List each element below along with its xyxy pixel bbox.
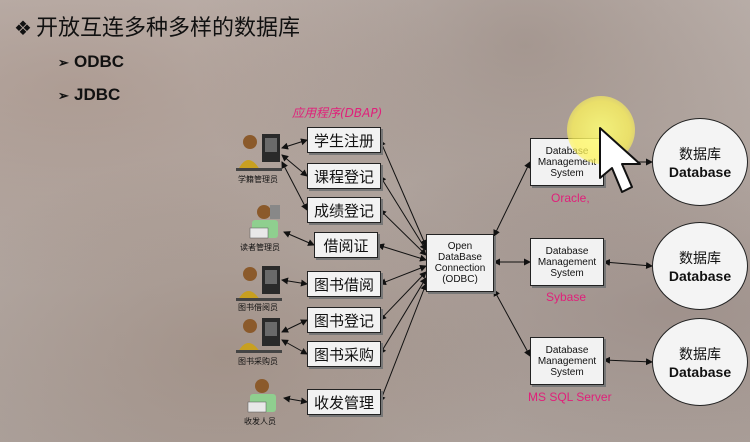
bullet-odbc: ➢ ODBC [58, 52, 124, 72]
user-label-book-buyer: 图书采购员 [238, 357, 278, 366]
vendor-label-sybase: Sybase [546, 290, 587, 304]
app-box-course-registration: 课程登记 [307, 163, 381, 189]
odbc-line: (ODBC) [442, 274, 478, 285]
user-label-book-lender: 图书借阅员 [238, 303, 278, 312]
arrow-bullet-icon: ➢ [58, 55, 69, 70]
app-box-library-card: 借阅证 [314, 232, 378, 258]
database-cn-label: 数据库 [679, 347, 721, 363]
user-reading-icon [249, 205, 280, 239]
vendor-label-mssql: MS SQL Server [528, 390, 612, 404]
database-en-label: Database [668, 268, 732, 284]
dbms-line: Management [537, 355, 597, 367]
app-box-book-borrowing: 图书借阅 [307, 271, 381, 297]
arrow-bullet-icon: ➢ [58, 88, 69, 103]
user-reading-icon [247, 379, 276, 413]
app-box-grade-registration: 成绩登记 [307, 197, 381, 223]
vendor-label-oracle: Oracle, [551, 191, 590, 205]
database-ellipse-3: 数据库 Database [652, 318, 748, 406]
bullet-odbc-text: ODBC [74, 52, 125, 71]
user-label-registrar: 学籍管理员 [238, 175, 278, 184]
user-label-reader-admin: 读者管理员 [240, 243, 280, 252]
app-box-book-registration: 图书登记 [307, 307, 381, 333]
database-cn-label: 数据库 [679, 251, 721, 267]
app-group-label: 应用程序(DBAP) [292, 106, 383, 120]
user-at-computer-icon [236, 266, 282, 301]
database-en-label: Database [668, 364, 732, 380]
odbc-line: Connection [434, 263, 486, 274]
database-ellipse-2: 数据库 Database [652, 222, 748, 310]
dbms-line: System [550, 366, 584, 378]
dbms-line: Database [545, 145, 589, 157]
dbms-line: System [550, 167, 584, 179]
database-ellipse-1: 数据库 Database [652, 118, 748, 206]
diamond-bullet-icon: ❖ [14, 16, 32, 40]
dbms-line: Management [537, 256, 597, 268]
dbms-line: Management [537, 156, 597, 168]
database-cn-label: 数据库 [679, 147, 721, 163]
app-box-dispatch-management: 收发管理 [307, 389, 381, 415]
app-box-book-purchase: 图书采购 [307, 341, 381, 367]
odbc-line: Open [447, 241, 473, 252]
odbc-box: Open DataBase Connection (ODBC) [426, 234, 494, 292]
odbc-line: DataBase [438, 252, 482, 263]
bullet-jdbc-text: JDBC [74, 85, 121, 104]
bullet-jdbc: ➢ JDBC [58, 85, 120, 105]
app-box-student-registration: 学生注册 [307, 127, 381, 153]
dbms-line: Database [545, 245, 589, 257]
user-at-computer-icon [236, 318, 282, 353]
user-at-computer-icon [236, 134, 282, 171]
user-label-dispatcher: 收发人员 [244, 417, 276, 426]
slide-title: ❖开放互连多种多样的数据库 [14, 10, 300, 42]
dbms-line: Database [545, 344, 589, 356]
dbms-line: System [550, 267, 584, 279]
database-en-label: Database [668, 164, 732, 180]
mouse-pointer-icon [599, 127, 641, 193]
slide-title-text: 开放互连多种多样的数据库 [36, 16, 301, 41]
